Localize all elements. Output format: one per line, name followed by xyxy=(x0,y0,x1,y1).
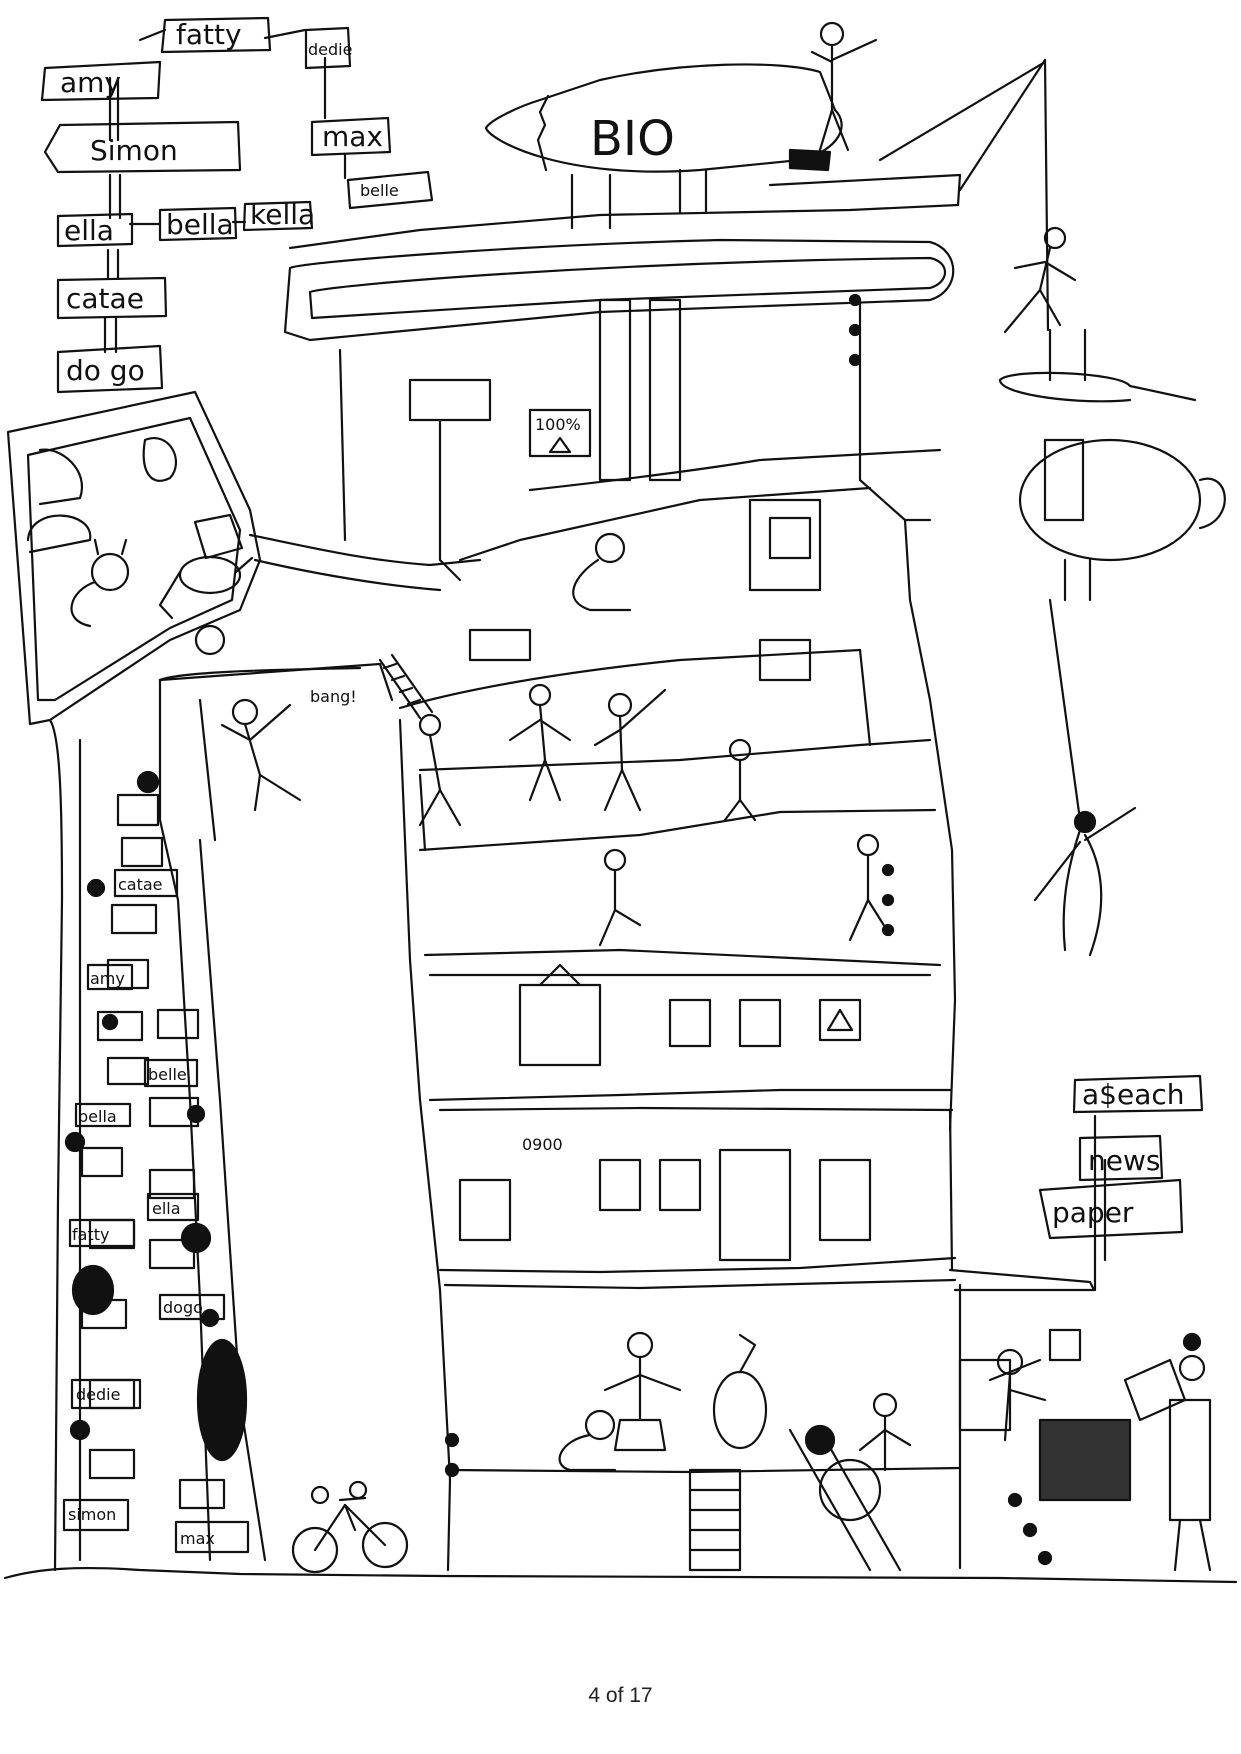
sign-dogo: do go xyxy=(56,344,164,394)
room-details: 100% 0900 xyxy=(408,298,872,1262)
stick-figure-icon xyxy=(848,833,892,942)
cat-icon xyxy=(70,538,130,628)
sign-dedie: dedie xyxy=(304,26,352,70)
sign-ella: ella xyxy=(56,212,134,248)
stick-figure-icon xyxy=(1003,226,1077,334)
label-ella: ella xyxy=(152,1199,181,1218)
label-dedie: dedie xyxy=(76,1385,120,1404)
bridge-walkway xyxy=(248,533,482,592)
paper-sign xyxy=(1038,1178,1184,1240)
room-people xyxy=(418,683,912,1472)
cat-icon xyxy=(572,532,632,612)
sign-fatty: fatty xyxy=(160,16,272,54)
stick-figure-icon: bang! xyxy=(198,687,357,842)
label-bang: bang! xyxy=(310,687,357,706)
stick-figure-icon xyxy=(593,688,667,812)
dog-icon xyxy=(158,555,254,656)
sign-catae: catae xyxy=(56,276,168,320)
ladder xyxy=(378,653,434,720)
label-max: max xyxy=(180,1529,215,1548)
sign-ella-text: ella xyxy=(64,214,114,247)
label-amy: amy xyxy=(90,969,125,988)
sign-kella-text: kella xyxy=(250,198,315,231)
sign-simon-text: Simon xyxy=(90,134,178,167)
stick-figure-icon xyxy=(788,21,878,172)
stick-figure-icon xyxy=(508,683,572,802)
page-number: 4 of 17 xyxy=(588,1684,653,1707)
sign-max-text: max xyxy=(322,120,383,153)
label-catae: catae xyxy=(118,875,163,894)
label-simon: simon xyxy=(68,1505,116,1524)
left-tower-top xyxy=(6,390,262,726)
stick-figure-icon xyxy=(1033,806,1137,957)
price-sign-text: a$each xyxy=(1082,1078,1185,1111)
cat-icon xyxy=(558,1409,617,1472)
sign-catae-text: catae xyxy=(66,282,144,315)
stick-figure-icon xyxy=(858,1392,912,1472)
stick-figure-icon xyxy=(418,713,462,827)
news-sign-text: news xyxy=(1088,1144,1160,1177)
label-code: 0900 xyxy=(522,1135,563,1154)
sign-max: max xyxy=(310,116,392,157)
roof-slab xyxy=(283,58,1050,342)
main-building xyxy=(338,298,962,1572)
sign-belle-text: belle xyxy=(360,181,399,200)
stick-figure-icon xyxy=(603,1331,682,1452)
left-tower-scribbles xyxy=(64,770,248,1462)
stick-figure-icon xyxy=(1168,1332,1212,1572)
stick-figure-icon xyxy=(723,738,757,822)
left-tower-labels: catae amy belle bella ella fatty dogo de… xyxy=(62,868,250,1554)
stairs xyxy=(688,1428,902,1572)
right-helicopter xyxy=(998,328,1226,822)
label-belle: belle xyxy=(148,1065,187,1084)
sign-bella-text: bella xyxy=(166,208,234,241)
room-pets xyxy=(558,532,768,1472)
stick-figure-icon xyxy=(598,848,642,947)
label-percent: 100% xyxy=(535,415,581,434)
news-sign xyxy=(1078,1134,1164,1182)
bicycle-icon xyxy=(291,1480,409,1574)
sign-simon: Simon xyxy=(43,120,242,174)
newspaper-signs: a$each news paper xyxy=(948,1074,1204,1292)
left-tower-shelves xyxy=(80,793,226,1510)
sign-dedie-text: dedie xyxy=(308,40,352,59)
sign-amy: amy xyxy=(40,60,162,102)
sign-belle: belle xyxy=(346,170,434,210)
dog-icon xyxy=(712,1333,768,1450)
sign-bella: bella xyxy=(158,206,238,242)
paper-sign-text: paper xyxy=(1052,1196,1134,1229)
blimp-icon: BIO xyxy=(484,63,843,230)
sign-fatty-text: fatty xyxy=(176,18,242,51)
newspaper-stall xyxy=(958,1328,1212,1572)
price-sign xyxy=(1072,1074,1204,1114)
sign-amy-text: amy xyxy=(60,66,121,99)
label-bella: bella xyxy=(78,1107,117,1126)
label-dogo: dogo xyxy=(163,1298,203,1317)
stick-figure-icon xyxy=(996,1348,1047,1442)
wheelchair-icon xyxy=(804,1424,882,1522)
label-fatty: fatty xyxy=(72,1225,109,1244)
ground-line xyxy=(3,1566,1238,1584)
chain-decorations xyxy=(444,293,1053,1566)
sign-dogo-text: do go xyxy=(66,354,145,387)
blimp-text: BIO xyxy=(590,111,675,167)
sign-kella: kella xyxy=(242,198,315,232)
